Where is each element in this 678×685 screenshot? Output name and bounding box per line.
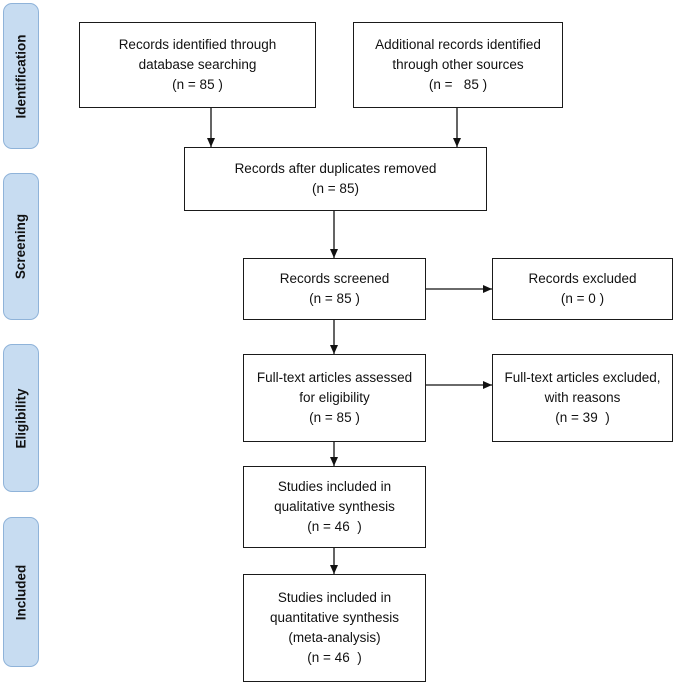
quantitative-synthesis-line1: Studies included in	[277, 590, 392, 605]
quantitative-synthesis-line3: (meta-analysis)	[288, 630, 381, 645]
other-sources-count: (n = 85 )	[428, 77, 488, 92]
phase-included-label: Included	[13, 564, 29, 620]
fulltext-excluded-box: Full-text articles excluded, with reason…	[492, 354, 673, 442]
quantitative-synthesis-box: Studies included in quantitative synthes…	[243, 574, 426, 682]
qualitative-synthesis-box: Studies included in qualitative synthesi…	[243, 466, 426, 548]
qualitative-synthesis-count: (n = 46 )	[307, 519, 362, 534]
phase-screening-label: Screening	[13, 213, 29, 280]
records-screened-count: (n = 85 )	[309, 291, 360, 306]
phase-identification: Identification	[3, 3, 39, 149]
phase-identification-label: Identification	[13, 34, 29, 118]
records-excluded-count: (n = 0 )	[560, 291, 605, 306]
records-excluded-line1: Records excluded	[528, 271, 637, 286]
quantitative-synthesis-line2: quantitative synthesis	[269, 610, 400, 625]
fulltext-assessed-box: Full-text articles assessed for eligibil…	[243, 354, 426, 442]
fulltext-excluded-line1: Full-text articles excluded,	[504, 370, 661, 385]
other-sources-line1: Additional records identified	[375, 37, 541, 52]
database-search-count: (n = 85 )	[172, 77, 223, 92]
fulltext-excluded-line2: with reasons	[544, 390, 621, 405]
qualitative-synthesis-line1: Studies included in	[277, 479, 392, 494]
database-search-line1: Records identified through	[118, 37, 277, 52]
duplicates-removed-box: Records after duplicates removed (n = 85…	[184, 147, 487, 211]
phase-included: Included	[3, 517, 39, 667]
duplicates-removed-count: (n = 85)	[312, 181, 359, 196]
phase-eligibility-label: Eligibility	[13, 387, 29, 449]
phase-eligibility: Eligibility	[3, 344, 39, 492]
records-screened-box: Records screened (n = 85 )	[243, 258, 426, 320]
other-sources-line2: through other sources	[392, 57, 524, 72]
fulltext-assessed-line2: for eligibility	[299, 390, 370, 405]
phase-screening: Screening	[3, 173, 39, 320]
fulltext-assessed-count: (n = 85 )	[309, 410, 360, 425]
fulltext-excluded-count: (n = 39 )	[555, 410, 610, 425]
records-screened-line1: Records screened	[279, 271, 390, 286]
duplicates-removed-line1: Records after duplicates removed	[234, 161, 437, 176]
fulltext-assessed-line1: Full-text articles assessed	[256, 370, 413, 385]
records-excluded-box: Records excluded (n = 0 )	[492, 258, 673, 320]
database-search-box: Records identified through database sear…	[79, 22, 316, 108]
quantitative-synthesis-count: (n = 46 )	[307, 650, 362, 665]
qualitative-synthesis-line2: qualitative synthesis	[274, 499, 395, 514]
database-search-line2: database searching	[138, 57, 257, 72]
other-sources-box: Additional records identified through ot…	[353, 22, 563, 108]
